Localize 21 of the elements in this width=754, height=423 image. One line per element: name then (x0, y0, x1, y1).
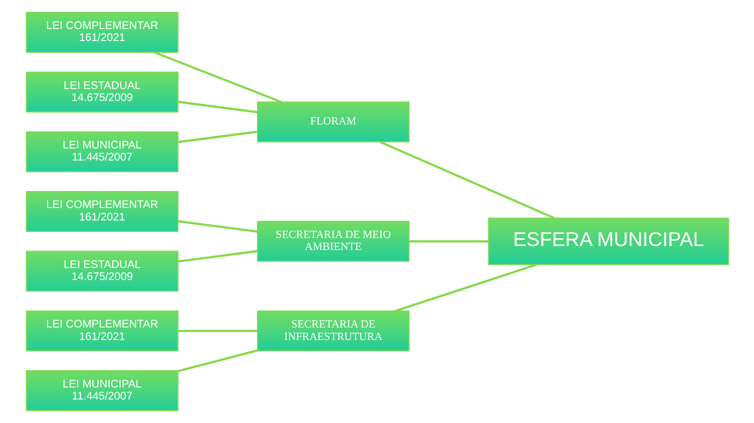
connector (394, 264, 536, 312)
connector (178, 130, 258, 144)
connector (408, 240, 488, 242)
connector (178, 250, 258, 263)
node-box: LEI COMPLEMENTAR 161/2021 (25, 12, 178, 53)
connector (177, 349, 258, 372)
node-box: LEI COMPLEMENTAR 161/2021 (25, 310, 178, 352)
node-box: LEI ESTADUAL 14.675/2009 (25, 72, 178, 113)
connector (178, 100, 258, 114)
connector (379, 140, 554, 220)
node-box: SECRETARIA DE MEIO AMBIENTE (256, 220, 410, 262)
node-box: FLORAM (256, 101, 410, 142)
node-box: SECRETARIA DE INFRAESTRUTURA (256, 310, 410, 352)
connector (178, 330, 257, 332)
connector (153, 51, 282, 104)
node-box: LEI COMPLEMENTAR 161/2021 (25, 191, 178, 232)
node-box: LEI MUNICIPAL 11.445/2007 (25, 370, 178, 412)
node-box: ESFERA MUNICIPAL (488, 218, 729, 266)
node-box: LEI ESTADUAL 14.675/2009 (25, 250, 178, 292)
node-box: LEI MUNICIPAL 11.445/2007 (25, 131, 178, 172)
connector (178, 220, 258, 233)
